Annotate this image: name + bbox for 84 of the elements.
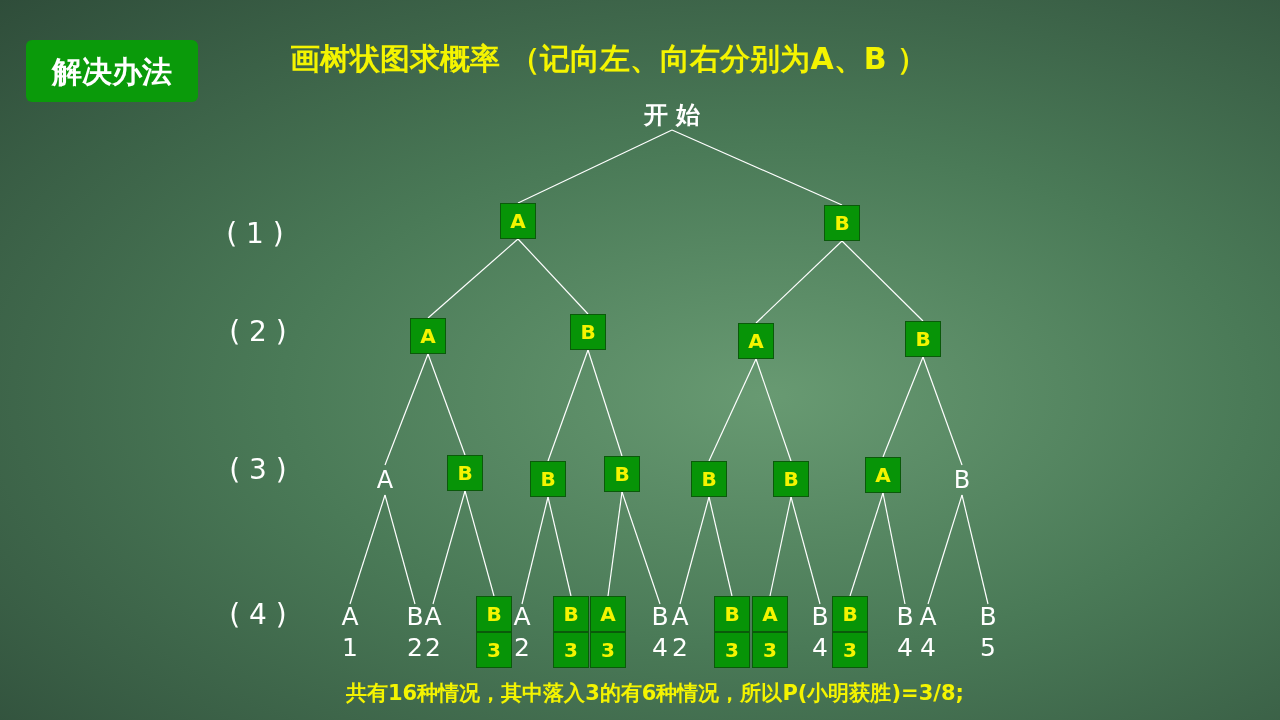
tree-node-box: A (738, 323, 774, 359)
tree-node-box: B (604, 456, 640, 492)
tree-branch-line (517, 129, 673, 204)
leaf-number: 4 (812, 635, 828, 660)
leaf-number-box: 3 (752, 632, 788, 668)
leaf-letter-box: A (590, 596, 626, 632)
level-label: ( 2 ) (228, 314, 288, 350)
leaf-number-box: 3 (714, 632, 750, 668)
tree-branch-line (607, 491, 623, 597)
leaf-letter: A (513, 604, 531, 629)
leaf-number-box: 3 (590, 632, 626, 668)
tree-branch-line (349, 494, 386, 605)
tree-branch-line (587, 349, 623, 457)
tree-branch-line (464, 490, 495, 597)
level-label: ( 3 ) (228, 452, 288, 488)
leaf-letter: B (406, 604, 424, 629)
leaf-letter-box: B (714, 596, 750, 632)
leaf-number: 2 (514, 635, 530, 660)
leaf-number: 4 (897, 635, 913, 660)
tree-branch-line (922, 356, 963, 466)
tree-branch-line (927, 494, 963, 605)
tree-node-box: A (410, 318, 446, 354)
start-label: 开 始 (637, 100, 707, 130)
title: 画树状图求概率 （记向左、向右分别为A、B ） (290, 40, 927, 78)
leaf-number: 4 (652, 635, 668, 660)
leaf-letter: A (341, 604, 359, 629)
tree-branch-line (427, 238, 519, 319)
tree-node-box: B (773, 461, 809, 497)
tree-branch-line (384, 494, 416, 605)
tree-branch-line (769, 496, 792, 597)
tree-branch-line (841, 240, 924, 322)
tree-branch-line (521, 496, 549, 605)
tree-node-box: A (865, 457, 901, 493)
leaf-number: 4 (920, 635, 936, 660)
tree-node-box: B (570, 314, 606, 350)
leaf-letter-box: B (832, 596, 868, 632)
tree-node-box: B (447, 455, 483, 491)
tree-branch-line (547, 349, 589, 462)
tree-node-box: B (530, 461, 566, 497)
tree-branch-line (708, 358, 757, 462)
tree-branch-line (790, 496, 821, 605)
leaf-number: 2 (407, 635, 423, 660)
leaf-letter: A (919, 604, 937, 629)
leaf-letter-box: B (476, 596, 512, 632)
leaf-number-box: 3 (476, 632, 512, 668)
leaf-letter: B (979, 604, 997, 629)
tree-branch-line (961, 494, 989, 605)
leaf-number: 1 (342, 635, 358, 660)
tree-branch-line (517, 238, 589, 315)
leaf-letter: A (671, 604, 689, 629)
leaf-letter: A (424, 604, 442, 629)
tree-branch-line (708, 496, 733, 597)
tree-branch-line (547, 496, 572, 597)
leaf-number: 2 (425, 635, 441, 660)
tree-branch-line (621, 491, 661, 605)
leaf-number: 5 (980, 635, 996, 660)
tree-node-letter: B (950, 465, 974, 495)
tree-branch-line (671, 129, 843, 206)
caption: 共有16种情况，其中落入3的有6种情况，所以P(小明获胜)=3/8; (346, 680, 964, 707)
leaf-number: 2 (672, 635, 688, 660)
leaf-letter: B (811, 604, 829, 629)
leaf-letter-box: B (553, 596, 589, 632)
tag-badge: 解决办法 (26, 40, 198, 102)
tree-branch-line (755, 240, 843, 324)
leaf-number-box: 3 (553, 632, 589, 668)
level-label: ( 1 ) (225, 216, 285, 252)
tree-branch-line (384, 353, 429, 466)
tree-branch-line (679, 496, 710, 605)
level-label: ( 4 ) (228, 597, 288, 633)
leaf-number-box: 3 (832, 632, 868, 668)
tree-node-letter: A (373, 465, 397, 495)
tree-branch-line (432, 490, 466, 605)
tree-branch-line (849, 492, 884, 597)
tree-branch-line (755, 358, 792, 462)
tree-node-box: B (691, 461, 727, 497)
leaf-letter: B (896, 604, 914, 629)
tree-node-box: B (905, 321, 941, 357)
leaf-letter-box: A (752, 596, 788, 632)
tree-node-box: A (500, 203, 536, 239)
leaf-letter: B (651, 604, 669, 629)
tree-branch-line (427, 353, 466, 456)
tree-node-box: B (824, 205, 860, 241)
tree-branch-line (882, 492, 906, 605)
tree-branch-line (882, 356, 924, 458)
